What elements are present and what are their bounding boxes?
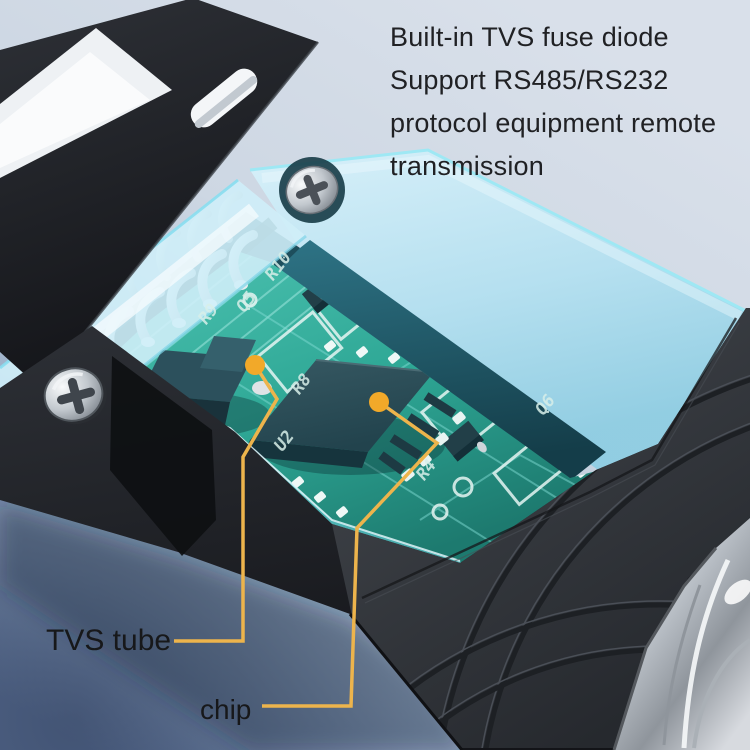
callouts [174, 355, 440, 708]
headline-line-1: Built-in TVS fuse diode [390, 22, 669, 52]
adapter-shadow [0, 505, 466, 750]
db9-connector-metal [612, 518, 750, 750]
chip-callout-dot [369, 392, 389, 412]
tvs-callout-label: TVS tube [46, 624, 172, 657]
tvs-callout-dot [245, 355, 265, 375]
screw-recess [110, 356, 216, 556]
db9-connector-flange [0, 28, 258, 178]
case-inner-wall [270, 240, 606, 484]
headline: Built-in TVS fuse diode Support RS485/RS… [390, 16, 716, 188]
headline-line-2: Support RS485/RS232 [390, 65, 669, 95]
tvs-callout-line [174, 364, 280, 643]
chip-callout-line [262, 400, 440, 708]
chip-callout-label: chip [200, 694, 252, 725]
headline-line-3: protocol equipment remote [390, 108, 717, 138]
screw-top [279, 157, 345, 223]
headline-line-4: transmission [390, 151, 544, 181]
screw-left [43, 367, 107, 425]
